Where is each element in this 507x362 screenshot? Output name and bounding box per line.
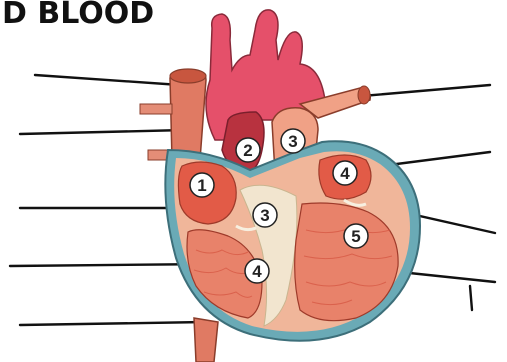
marker-2-label: 2	[243, 141, 252, 160]
marker-3-middle-label: 3	[260, 206, 269, 225]
leader-line-5	[20, 322, 205, 325]
leader-line-2	[20, 130, 185, 134]
marker-5: 5	[344, 224, 368, 248]
leader-line-10	[470, 286, 472, 310]
marker-5-label: 5	[351, 227, 360, 246]
marker-3-middle: 3	[253, 203, 277, 227]
marker-3-top-label: 3	[288, 132, 297, 151]
leader-line-1	[35, 75, 180, 85]
inferior-vena-cava	[194, 318, 218, 362]
marker-1: 1	[190, 173, 214, 197]
marker-4-bottom-label: 4	[252, 262, 262, 281]
leader-line-6	[362, 85, 490, 96]
marker-4-top-label: 4	[340, 164, 350, 183]
marker-3-top: 3	[281, 129, 305, 153]
marker-1-label: 1	[197, 176, 206, 195]
marker-2: 2	[236, 138, 260, 162]
marker-4-top: 4	[333, 161, 357, 185]
marker-4-bottom: 4	[245, 259, 269, 283]
